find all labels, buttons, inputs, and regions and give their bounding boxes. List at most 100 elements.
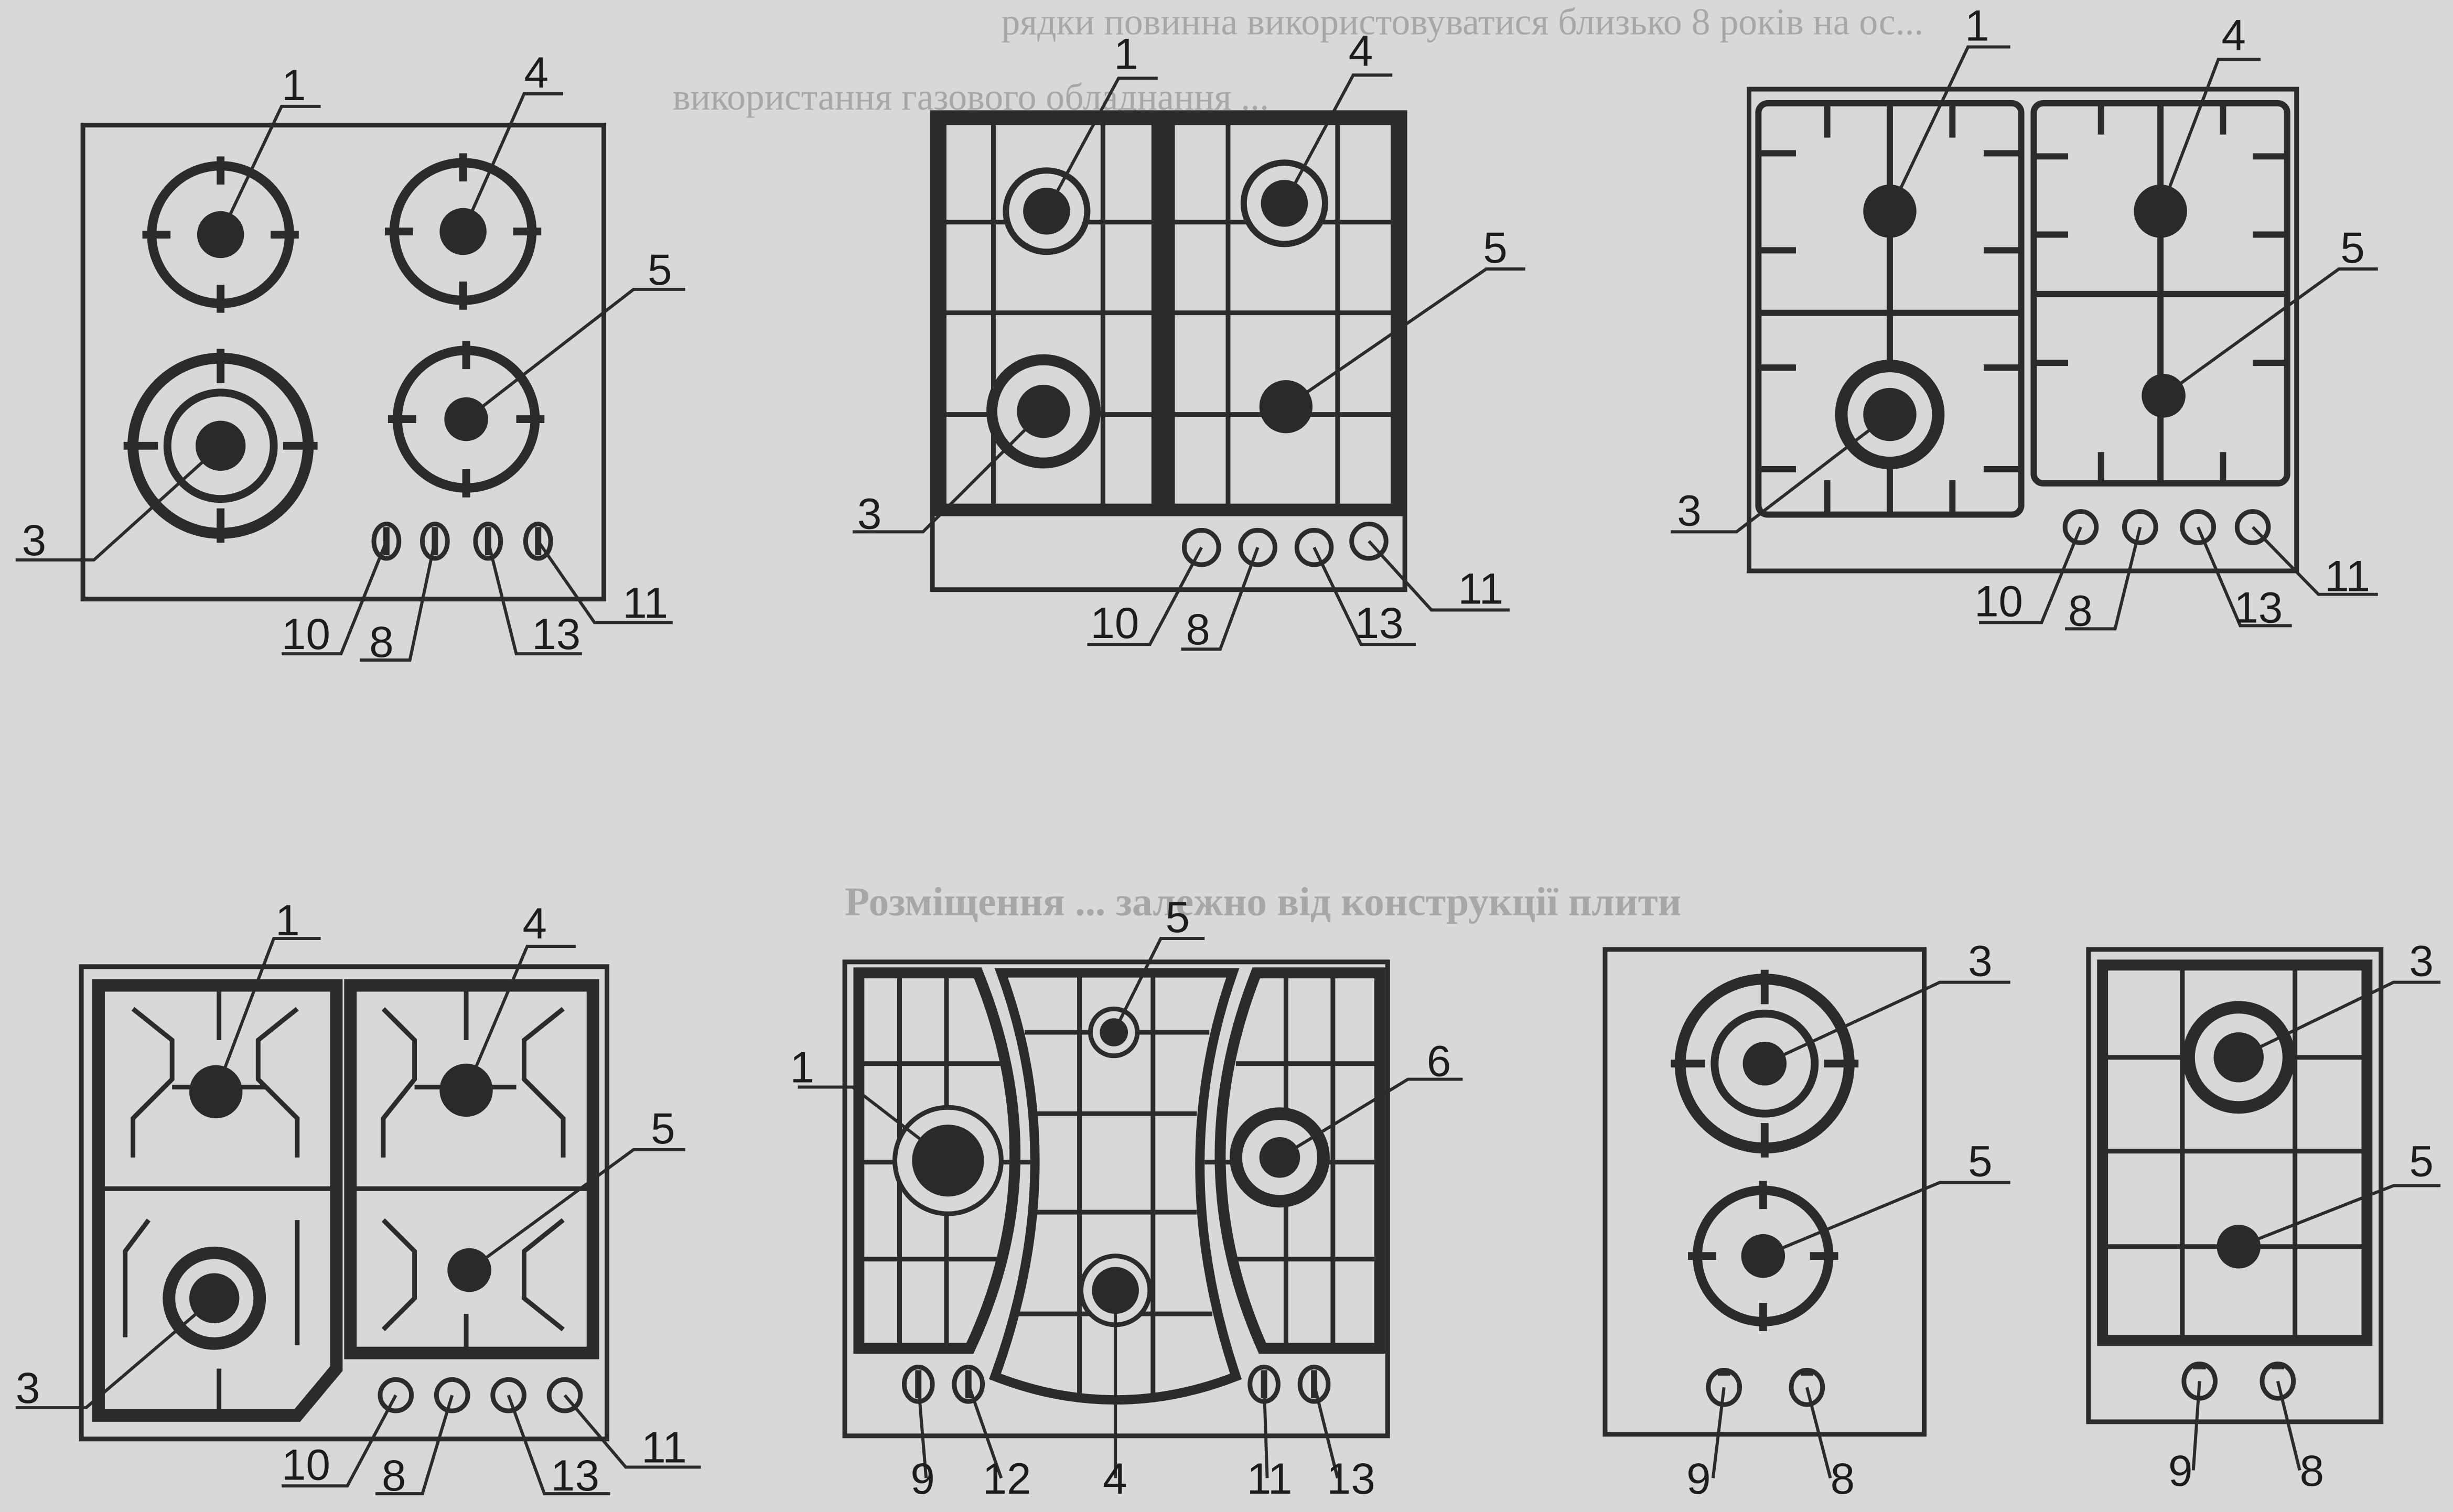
leader-lines	[2191, 980, 2441, 1471]
burner-3	[1671, 969, 1859, 1158]
callout-label: 13	[532, 609, 580, 658]
callout-label: 5	[2409, 1137, 2433, 1186]
callout-label: 11	[2325, 552, 2370, 601]
control-knobs	[2062, 509, 2271, 545]
grate-center	[989, 968, 1242, 1405]
callout-label: 4	[2221, 10, 2245, 59]
callout-label: 13	[2234, 582, 2283, 632]
callout-label: 5	[651, 1104, 675, 1153]
hob-6	[1602, 947, 2010, 1479]
callout-label: 3	[1677, 485, 1701, 535]
burner-5	[1688, 1181, 1838, 1331]
burner-4	[384, 153, 542, 310]
hob-plate	[80, 123, 607, 602]
hob-plate	[79, 964, 610, 1442]
callout-label: 4	[1103, 1454, 1127, 1503]
hob-2-labels: 1 4 5 3 10 8 13 11	[857, 26, 1508, 654]
callout-label: 9	[910, 1454, 934, 1503]
callout-label: 13	[551, 1451, 599, 1500]
callout-label: 9	[1686, 1454, 1710, 1503]
control-knobs	[371, 521, 553, 561]
callout-label: 6	[1427, 1036, 1451, 1086]
leader-lines	[1711, 980, 2010, 1479]
hob-5	[798, 937, 1463, 1479]
callout-label: 13	[1327, 1454, 1375, 1503]
burner-6	[1229, 1107, 1330, 1208]
burner-5	[2217, 1225, 2261, 1269]
callout-label: 3	[1968, 936, 1992, 986]
hob-2	[852, 73, 1525, 651]
callout-label: 5	[648, 245, 672, 294]
callout-label: 11	[1458, 564, 1504, 613]
callout-label: 3	[2409, 936, 2433, 986]
hob-4-labels: 1 4 5 3 10 8 13 11	[16, 895, 687, 1500]
burner-4	[1079, 1254, 1153, 1327]
control-knobs	[1706, 1368, 1825, 1407]
callout-label: 8	[382, 1451, 406, 1500]
grate-right	[1214, 967, 1385, 1354]
callout-label: 1	[790, 1043, 814, 1092]
bleed-through-line: рядки повинна використовуватися близько …	[1001, 2, 1923, 43]
callout-label: 11	[641, 1422, 687, 1472]
grate-left	[92, 979, 343, 1422]
callout-label: 5	[1166, 892, 1190, 942]
hob-plate	[1746, 87, 2299, 574]
callout-label: 10	[282, 1440, 330, 1489]
callout-label: 11	[622, 578, 668, 627]
leader-lines	[852, 73, 1525, 651]
callout-label: 8	[2068, 586, 2092, 635]
callout-label: 3	[16, 1363, 40, 1412]
callout-label: 4	[1349, 26, 1373, 75]
callout-label: 8	[1186, 604, 1210, 654]
hob-plate	[1602, 947, 1927, 1437]
hob-3-labels: 1 4 5 3 10 8 13 11	[1677, 1, 2370, 635]
callout-label: 10	[1090, 598, 1139, 647]
callout-label: 13	[1355, 598, 1404, 647]
callout-label: 8	[1831, 1454, 1855, 1503]
callout-label: 8	[369, 617, 393, 666]
burner-3	[2182, 1001, 2295, 1114]
leader-lines	[15, 92, 685, 662]
leader-lines	[15, 937, 701, 1496]
hob-plate	[2086, 947, 2384, 1424]
leader-lines	[798, 937, 1463, 1479]
callout-label: 3	[22, 515, 46, 565]
callout-label: 5	[2340, 223, 2364, 272]
callout-label: 1	[275, 895, 299, 945]
callout-label: 4	[522, 899, 546, 948]
callout-label: 10	[1974, 576, 2023, 625]
grate-right	[344, 979, 599, 1359]
hob-7-labels: 3 5 9 8	[2168, 936, 2434, 1496]
hob-1-labels: 1 4 5 3 10 8 13 11	[22, 48, 672, 666]
callout-label: 4	[524, 48, 548, 97]
hob-7	[2086, 947, 2441, 1471]
control-knobs	[378, 1377, 583, 1413]
leader-lines	[1671, 45, 2378, 631]
callout-label: 12	[983, 1454, 1031, 1503]
callout-label: 11	[1247, 1454, 1293, 1503]
hob-1	[15, 92, 685, 662]
grate-left	[853, 967, 1021, 1354]
burner-1	[189, 1065, 243, 1119]
callout-label: 1	[282, 60, 306, 110]
bleed-through-line: Розміщення ... залежно від конструкції п…	[845, 879, 1681, 924]
callout-label: 9	[2168, 1446, 2192, 1495]
hob-5-labels: 5 1 6 9 12 4 11 13	[790, 892, 1451, 1503]
control-knobs	[1181, 521, 1389, 567]
grate-bars	[1758, 103, 2287, 515]
burner-4	[439, 1063, 493, 1117]
burner-5	[2142, 374, 2186, 418]
bleed-through-text: рядки повинна використовуватися близько …	[673, 2, 1924, 924]
callout-label: 1	[1114, 29, 1138, 78]
hob-6-labels: 3 5 9 8	[1686, 936, 1992, 1504]
callout-label: 5	[1968, 1137, 1992, 1186]
callout-label: 8	[2300, 1446, 2324, 1495]
callout-label: 1	[1965, 1, 1989, 50]
control-knobs	[2181, 1362, 2296, 1401]
callout-label: 10	[282, 609, 330, 658]
grate-bars	[98, 985, 593, 1416]
callout-label: 3	[857, 489, 881, 538]
callout-label: 5	[1483, 223, 1507, 272]
